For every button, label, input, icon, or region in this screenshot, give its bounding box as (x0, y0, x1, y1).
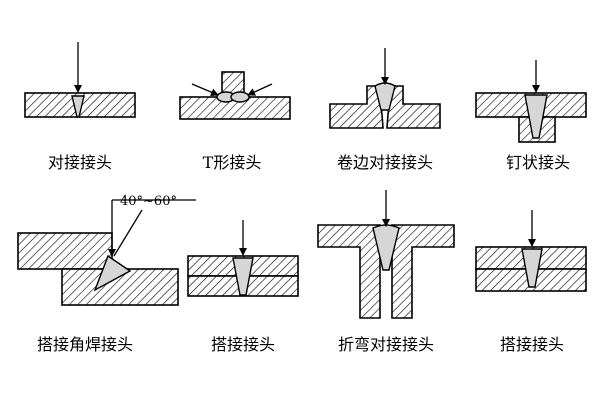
flange-plate-right (386, 85, 441, 129)
t-arrow-left (191, 83, 219, 96)
label-t: T形接头 (203, 153, 262, 172)
lap-fillet-top-plate (17, 232, 113, 270)
lap-fillet-weld (93, 254, 132, 292)
bend-weld (372, 224, 400, 271)
label-bend: 折弯对接接头 (338, 335, 434, 354)
t-arrow-right (247, 83, 273, 96)
lap-fillet-angle-line (113, 209, 143, 257)
butt-joint: 对接接头 (24, 42, 136, 172)
label-lap-fillet: 搭接角焊接头 (37, 335, 133, 354)
lap-fillet-joint: 40°~60° 搭接角焊接头 (17, 194, 196, 354)
label-lap2: 搭接接头 (500, 335, 564, 354)
lap-joint-1: 搭接接头 (187, 220, 299, 354)
bend-joint: 折弯对接接头 (317, 190, 455, 354)
lap1-weld (232, 257, 254, 296)
lap2-weld (521, 248, 543, 288)
butt-weld (71, 95, 85, 118)
label-plug: 钉状接头 (506, 153, 570, 172)
flange-joint: 卷边对接接头 (329, 48, 441, 172)
t-joint: T形接头 (179, 71, 291, 172)
label-lap1: 搭接接头 (211, 335, 275, 354)
plug-joint: 钉状接头 (475, 60, 587, 172)
flange-plate-left (329, 85, 384, 129)
lap-joint-2: 搭接接头 (475, 210, 587, 354)
bend-plate-right (391, 224, 455, 319)
plug-weld (524, 94, 548, 139)
bend-plate-left (317, 224, 381, 319)
t-weld-right (230, 91, 250, 103)
lap-fillet-angle-label: 40°~60° (120, 194, 177, 209)
label-butt: 对接接头 (48, 153, 112, 172)
label-flange: 卷边对接接头 (337, 153, 433, 172)
